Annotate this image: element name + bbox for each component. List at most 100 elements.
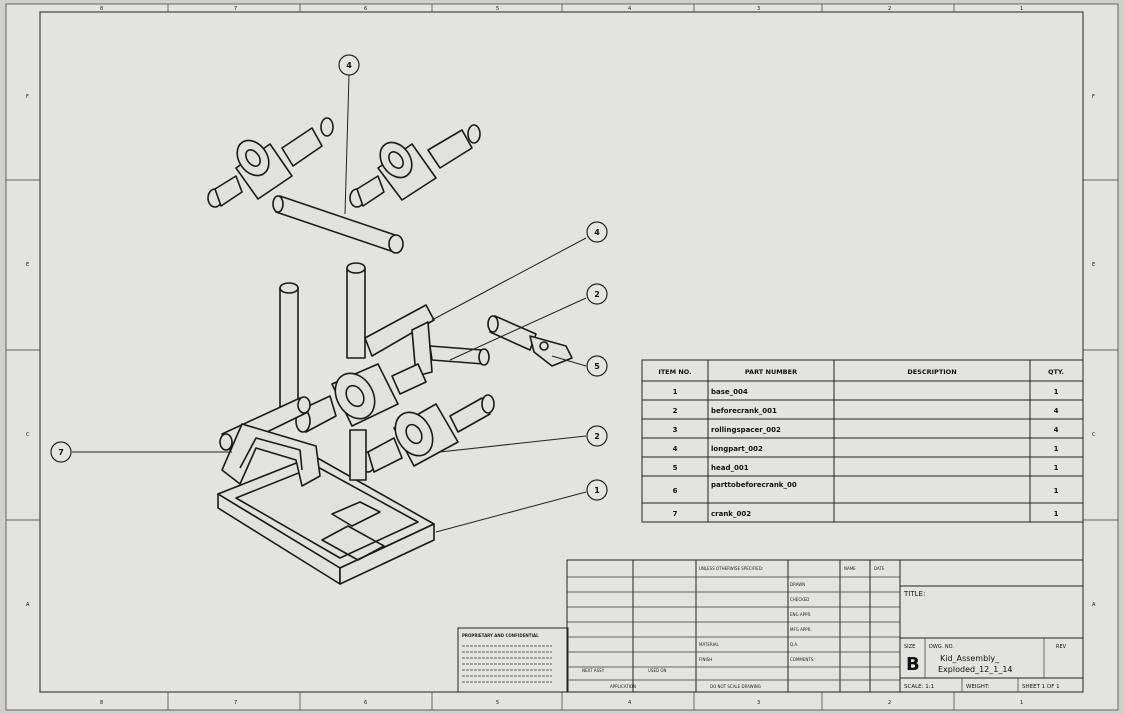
bom-cell-item: 5	[673, 464, 678, 472]
bom-cell-item: 2	[673, 407, 678, 415]
tb-scale: SCALE: 1:1	[904, 684, 934, 690]
bom-header-description: DESCRIPTION	[907, 368, 956, 376]
tb-size-label: SIZE	[904, 644, 915, 650]
zone-label: 1	[1020, 700, 1023, 706]
tb-application: APPLICATION	[610, 684, 636, 689]
zone-label: 8	[100, 700, 103, 706]
zone-label: C	[26, 432, 30, 438]
bom-cell-item: 6	[673, 487, 678, 495]
bom-cell-item: 7	[673, 510, 678, 518]
tb-eng-appr: ENG APPR.	[790, 612, 811, 617]
tb-dwg-number-line2: Exploded_12_1_14	[938, 665, 1013, 674]
item-balloons: 4 4 2 5 2 1 7	[50, 54, 608, 501]
zone-label: 7	[234, 6, 237, 12]
zone-ticks	[6, 4, 1118, 710]
bom-row: 4 longpart_002 1	[673, 445, 1059, 453]
balloon-right-4: 4	[586, 221, 608, 243]
bom-row: 2 beforecrank_001 4	[673, 407, 1059, 415]
tb-name-header: NAME	[844, 566, 856, 571]
upper-roller-left	[207, 117, 334, 208]
tb-weight: WEIGHT:	[966, 684, 990, 690]
zone-label: A	[1092, 602, 1096, 608]
bom-cell-part: head_001	[711, 464, 749, 472]
bom-cell-part: rollingspacer_002	[711, 426, 781, 434]
tb-do-not-scale: DO NOT SCALE DRAWING	[710, 684, 761, 689]
title-block: UNLESS OTHERWISE SPECIFIED: NAME DATE DR…	[566, 559, 1084, 693]
zone-label: E	[26, 262, 29, 268]
middle-roller	[295, 363, 427, 433]
bom-cell-item: 3	[673, 426, 678, 434]
tb-next-assy: NEXT ASSY	[582, 668, 605, 673]
tb-checked: CHECKED	[790, 597, 809, 602]
tb-used-on: USED ON	[648, 668, 667, 673]
bom-cell-qty: 1	[1054, 464, 1059, 472]
bom-cell-part: longpart_002	[711, 445, 763, 453]
zone-label: F	[26, 94, 29, 100]
tb-mfg-appr: MFG APPR.	[790, 627, 812, 632]
zone-labels-right: F E C A	[1092, 94, 1096, 608]
tb-dwg-label: DWG. NO.	[929, 644, 954, 650]
balloon-label: 1	[594, 486, 600, 495]
tb-dwg-number-line1: Kid_Assembly_	[940, 654, 1000, 663]
bom-cell-part: parttobeforecrank_00	[711, 481, 797, 489]
base-plate	[217, 423, 435, 585]
bom-table: ITEM NO. PART NUMBER DESCRIPTION QTY. 1 …	[641, 359, 1084, 523]
tb-size-value: B	[906, 654, 920, 675]
bom-header-item: ITEM NO.	[658, 368, 691, 376]
tb-rev-label: REV	[1056, 644, 1067, 650]
tb-sheet: SHEET 1 OF 1	[1022, 684, 1060, 690]
balloon-right-5: 5	[586, 355, 608, 377]
crank-arm	[364, 304, 490, 377]
zone-label: 2	[888, 6, 891, 12]
zone-label: 4	[628, 6, 631, 12]
zone-label: 5	[496, 700, 499, 706]
vertical-post-left	[279, 282, 299, 409]
bom-cell-part: base_004	[711, 388, 748, 396]
balloon-label: 2	[594, 432, 600, 441]
zone-label: E	[1092, 262, 1095, 268]
balloon-label: 4	[346, 61, 352, 70]
zone-label: F	[1092, 94, 1095, 100]
bom-row: 5 head_001 1	[673, 464, 1059, 472]
tb-qa: Q.A.	[790, 642, 798, 647]
lower-roller	[360, 394, 495, 473]
bom-header-part: PART NUMBER	[745, 368, 797, 376]
balloon-label: 2	[594, 290, 600, 299]
zone-label: 6	[364, 700, 367, 706]
zone-labels-left: F E C A	[26, 94, 30, 608]
bom-cell-qty: 4	[1054, 407, 1059, 415]
tb-drawn: DRAWN	[790, 582, 805, 587]
bom-cell-item: 1	[673, 388, 678, 396]
balloon-right-2a: 2	[586, 283, 608, 305]
bom-cell-qty: 1	[1054, 487, 1059, 495]
zone-label: 2	[888, 700, 891, 706]
zone-label: 3	[757, 700, 760, 706]
leader-lines	[72, 74, 587, 533]
long-rod-top	[272, 195, 404, 254]
tb-finish: FINISH	[699, 657, 712, 662]
balloon-label: 4	[594, 228, 600, 237]
zone-labels-top: 8 7 6 5 4 3 2 1	[100, 6, 1023, 12]
tb-comments: COMMENTS:	[790, 657, 815, 662]
bom-cell-qty: 1	[1054, 445, 1059, 453]
exploded-assembly-view	[207, 117, 573, 585]
vertical-post-mid	[346, 262, 366, 359]
tb-material: MATERIAL	[699, 642, 720, 647]
zone-label: 1	[1020, 6, 1023, 12]
balloon-label: 5	[594, 362, 600, 371]
bom-row: 6 parttobeforecrank_00 1	[673, 481, 1059, 495]
bom-cell-qty: 1	[1054, 510, 1059, 518]
zone-label: 8	[100, 6, 103, 12]
bom-cell-part: crank_002	[711, 510, 751, 518]
zone-label: 4	[628, 700, 631, 706]
zone-label: 5	[496, 6, 499, 12]
tb-title-label: TITLE:	[903, 590, 925, 598]
zone-label: 3	[757, 6, 760, 12]
balloon-top-4: 4	[338, 54, 360, 76]
zone-label: 6	[364, 6, 367, 12]
bom-cell-qty: 4	[1054, 426, 1059, 434]
bom-header-qty: QTY.	[1048, 368, 1064, 376]
tb-unless-note: UNLESS OTHERWISE SPECIFIED:	[699, 566, 763, 571]
proprietary-heading: PROPRIETARY AND CONFIDENTIAL	[462, 633, 539, 638]
